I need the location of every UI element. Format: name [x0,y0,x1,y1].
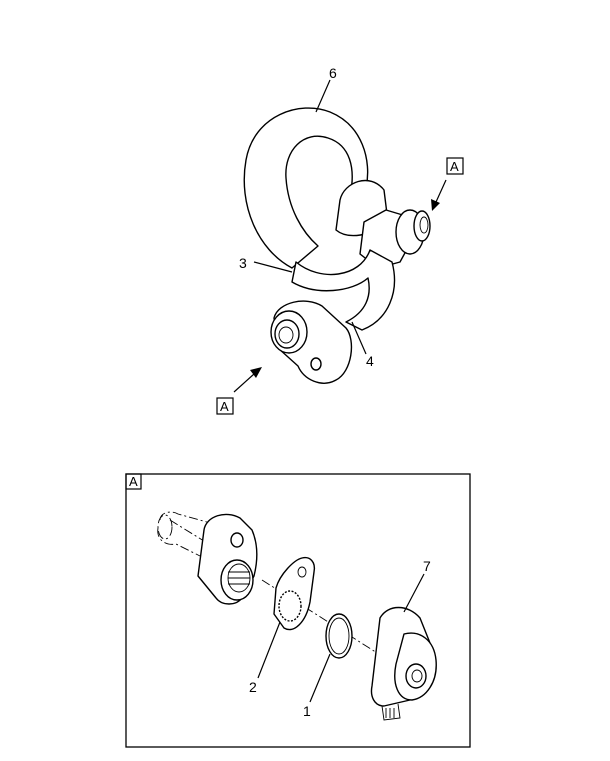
svg-text:A: A [220,399,229,414]
view-marker-bottom-left: A [216,367,262,415]
callout-4: 4 [366,353,374,369]
detail-flange [197,513,258,605]
flange-bolt-hole [310,357,322,371]
pipe-tube [291,249,396,331]
view-marker-top-right: A [431,157,464,211]
callout-2: 2 [249,679,257,695]
callout-3: 3 [239,255,247,271]
callout-6: 6 [329,65,337,81]
hose-loop [243,107,369,269]
svg-text:A: A [450,159,459,174]
pipe-stub [157,511,215,557]
o-ring [325,613,353,659]
detail-label: A [129,474,138,489]
callout-7: 7 [423,558,431,574]
hose-assembly [243,107,431,384]
gasket [273,556,316,631]
callout-1: 1 [303,703,311,719]
elbow-fitting [370,606,437,721]
detail-frame [125,473,471,748]
